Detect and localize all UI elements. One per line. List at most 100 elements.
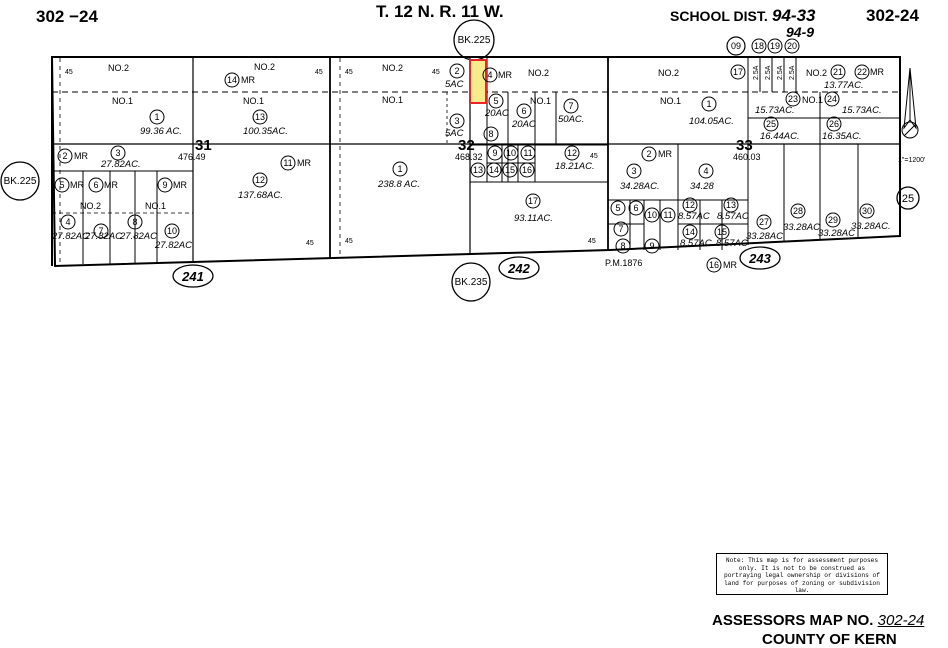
parcel-acreage: 238.8 AC. bbox=[377, 179, 420, 190]
parcel-acreage: 18.21AC. bbox=[555, 161, 595, 172]
parcel-circle bbox=[93, 223, 109, 239]
parcel-circle bbox=[784, 38, 800, 54]
parcel-acreage: 33.28AC bbox=[783, 222, 820, 233]
parcel-circle bbox=[60, 214, 76, 230]
parcel-number: 4 bbox=[487, 70, 492, 80]
map-boundary bbox=[50, 56, 901, 268]
label-no1: NO.1 bbox=[112, 96, 133, 106]
map-ref-241[interactable] bbox=[172, 264, 214, 288]
book-label-bottom: BK.235 bbox=[455, 277, 488, 288]
parcel-circle bbox=[644, 238, 660, 254]
parcel-acreage: 15.73AC. bbox=[755, 105, 795, 116]
parcel-circle bbox=[470, 162, 486, 178]
parcel-circle bbox=[564, 145, 580, 161]
parcel-circle bbox=[149, 109, 165, 125]
book-circle-left[interactable] bbox=[0, 161, 40, 201]
parcel-acreage: 27.82AC. bbox=[100, 159, 141, 170]
parcel-circle bbox=[486, 162, 502, 178]
parcel-acreage: 8.57AC bbox=[717, 211, 749, 222]
parcel-acreage: 27.82AC bbox=[154, 240, 192, 251]
parcel-number: 7 bbox=[618, 224, 623, 234]
book-label-left: BK.225 bbox=[4, 176, 37, 187]
parcel-map-ref: P.M.1876 bbox=[605, 258, 642, 268]
parcel-number: 24 bbox=[827, 94, 837, 104]
parcel-number: 11 bbox=[663, 210, 672, 220]
parcel-circle bbox=[519, 162, 535, 178]
parcel-acreage: 27.82AC bbox=[84, 231, 122, 242]
parcel-number: 6 bbox=[633, 203, 638, 213]
parcel-acreage: 33.28AC bbox=[746, 231, 783, 242]
parcel-number: 5 bbox=[615, 203, 620, 213]
label-no1: NO.1 bbox=[802, 95, 823, 105]
county-label: COUNTY OF KERN bbox=[762, 631, 897, 648]
district-circle bbox=[726, 36, 746, 56]
parcel-acreage: 2.5A bbox=[753, 65, 760, 80]
parcel-number: 7 bbox=[98, 226, 103, 236]
parcel-number: 20 bbox=[787, 41, 797, 51]
label-no1: NO.1 bbox=[530, 96, 551, 106]
label-45: 45 bbox=[588, 238, 596, 245]
parcel-circle bbox=[723, 197, 739, 213]
section-number-32: 32 bbox=[458, 137, 475, 154]
parcel-number: 8 bbox=[488, 129, 493, 139]
parcel-acreage: 5AC bbox=[445, 128, 464, 139]
assessor-map-label-text: ASSESSORS MAP NO. bbox=[712, 612, 874, 629]
parcel-circle bbox=[706, 257, 722, 273]
parcel-acreage: 20AC bbox=[511, 119, 536, 130]
parcel-circle bbox=[487, 145, 503, 161]
parcel-acreage: 93.11AC. bbox=[514, 213, 553, 224]
map-corner-label-right: 302-24 bbox=[866, 6, 919, 25]
map-ref-243[interactable] bbox=[739, 246, 781, 270]
map-ref-25[interactable] bbox=[896, 186, 920, 210]
school-district-value-2: 94-9 bbox=[786, 24, 814, 40]
parcel-number: 13 bbox=[255, 112, 265, 122]
compass-circle-icon bbox=[901, 121, 919, 139]
book-label-top: BK.225 bbox=[458, 35, 491, 46]
parcel-circle bbox=[502, 162, 518, 178]
section-number-31: 31 bbox=[195, 137, 212, 154]
label-mr: MR bbox=[297, 158, 311, 168]
label-no2: NO.2 bbox=[108, 63, 129, 73]
highlighted-parcel[interactable] bbox=[469, 59, 487, 104]
parcel-number: 1 bbox=[154, 112, 159, 122]
label-45: 45 bbox=[590, 153, 598, 160]
parcel-number: 2 bbox=[454, 66, 459, 76]
book-circle-bottom[interactable] bbox=[451, 262, 491, 302]
parcel-circle bbox=[110, 145, 126, 161]
parcel-circle bbox=[613, 221, 629, 237]
map-ref-label-25: 25 bbox=[902, 193, 914, 205]
parcel-number: 15 bbox=[717, 227, 727, 237]
parcel-number: 5 bbox=[493, 96, 498, 106]
parcel-acreage: 27.82AC bbox=[51, 231, 89, 242]
parcel-acreage: 104.05AC. bbox=[689, 116, 734, 127]
parcel-number: 26 bbox=[829, 119, 839, 129]
parcel-number: 6 bbox=[521, 106, 526, 116]
label-mr: MR bbox=[241, 75, 255, 85]
parcel-circle bbox=[252, 172, 268, 188]
parcel-circle bbox=[482, 67, 498, 83]
parcel-acreage: 2.5A bbox=[765, 65, 772, 80]
disclaimer-note: Note: This map is for assessment purpose… bbox=[716, 553, 888, 595]
parcel-circle bbox=[610, 200, 626, 216]
parcel-number: 11 bbox=[523, 148, 532, 158]
parcel-number: 1 bbox=[706, 99, 711, 109]
parcel-number: 22 bbox=[857, 67, 867, 77]
assessor-map-number: 302-24 bbox=[877, 612, 925, 629]
label-mr: MR bbox=[723, 260, 737, 270]
map-ref-242[interactable] bbox=[498, 256, 540, 280]
parcel-circle bbox=[767, 38, 783, 54]
parcel-circle bbox=[830, 64, 846, 80]
parcel-circle bbox=[615, 238, 631, 254]
parcel-number: 2 bbox=[646, 149, 651, 159]
parcel-circle bbox=[859, 203, 875, 219]
label-no2: NO.2 bbox=[658, 68, 679, 78]
parcel-number: 9 bbox=[162, 180, 167, 190]
map-ref-label-243: 243 bbox=[748, 251, 771, 266]
parcel-circle bbox=[682, 224, 698, 240]
label-mr: MR bbox=[173, 180, 187, 190]
label-no1: NO.1 bbox=[382, 95, 403, 105]
parcel-circle bbox=[483, 126, 499, 142]
parcel-number: 30 bbox=[862, 206, 872, 216]
parcel-number: 25 bbox=[766, 119, 776, 129]
